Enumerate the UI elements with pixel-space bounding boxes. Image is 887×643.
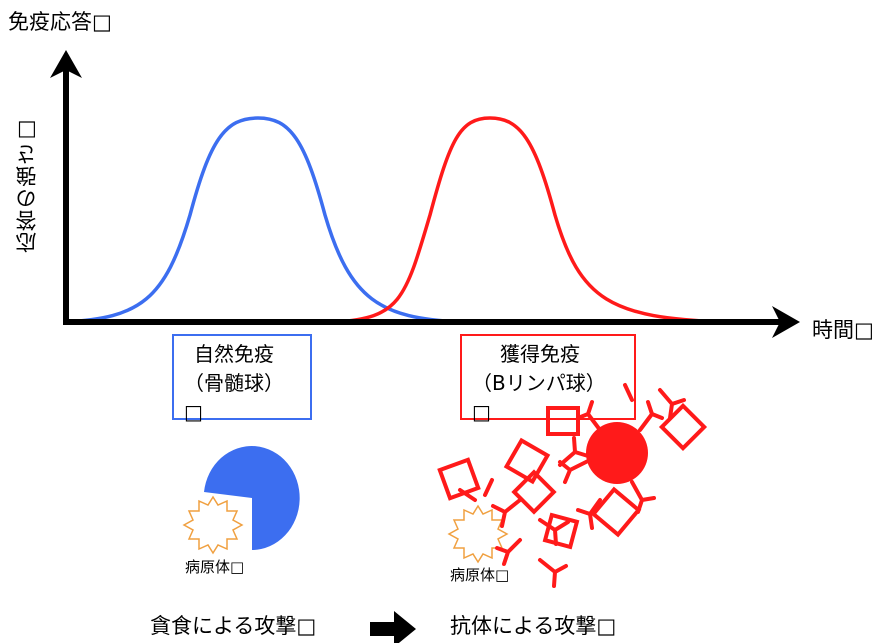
pathogen-icon-innate bbox=[182, 495, 244, 555]
acquired-response-curve bbox=[334, 116, 726, 324]
y-axis-label: 応答の強さ□ bbox=[15, 118, 39, 253]
antibody-attack-label: 抗体による攻撃□ bbox=[450, 614, 617, 638]
innate-subtitle: （骨髄球）□ bbox=[184, 371, 284, 424]
innate-title: 自然免疫 bbox=[194, 342, 274, 366]
antibody-molecules bbox=[458, 383, 686, 588]
pathogen-icon-acquired bbox=[447, 504, 509, 564]
acquired-subtitle: （Bリンパ球）□ bbox=[472, 371, 606, 424]
acquired-pathogen-label: 病原体□ bbox=[450, 566, 510, 584]
x-axis-label: 時間□ bbox=[812, 318, 874, 342]
acquired-title: 獲得免疫 bbox=[500, 342, 580, 366]
y-axis-title: 免疫応答□ bbox=[8, 10, 112, 34]
acquired-immunity-box: 獲得免疫 （Bリンパ球）□ bbox=[460, 334, 636, 424]
right-arrow-icon bbox=[370, 611, 416, 643]
innate-immunity-box: 自然免疫 （骨髄球）□ bbox=[172, 334, 312, 424]
y-axis-arrowhead bbox=[50, 50, 82, 78]
x-axis-arrowhead bbox=[772, 306, 800, 338]
phagocyte-shape bbox=[204, 446, 300, 550]
b-cell-shape bbox=[586, 422, 648, 484]
phagocytosis-attack-label: 貪食による攻撃□ bbox=[150, 614, 317, 638]
antigen-squares bbox=[437, 402, 708, 550]
innate-response-curve bbox=[64, 116, 461, 324]
innate-pathogen-label: 病原体□ bbox=[185, 558, 245, 576]
